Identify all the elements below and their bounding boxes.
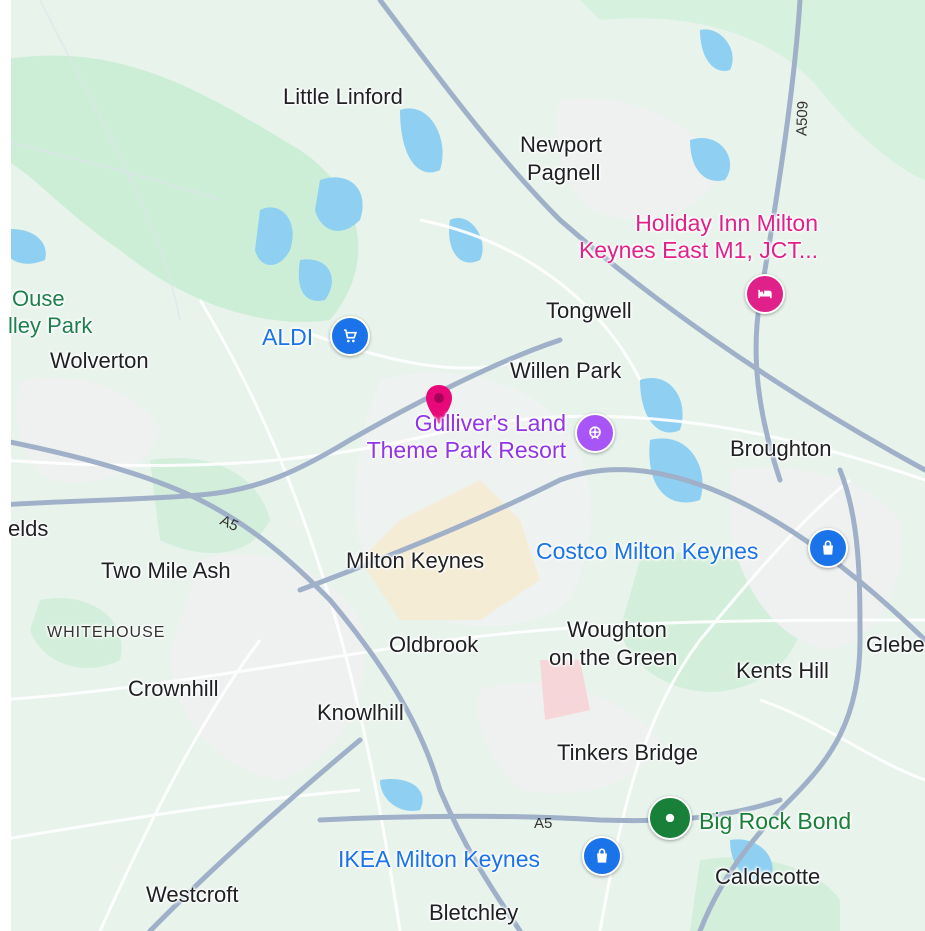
place-newport-pagnell-line2: Pagnell — [527, 160, 601, 185]
place-broughton: Broughton — [730, 436, 832, 461]
road-label-a5-bottom: A5 — [534, 815, 553, 832]
poi-costco-pin[interactable] — [808, 528, 848, 568]
poi-ikea-pin[interactable] — [582, 836, 622, 876]
place-kents-hill: Kents Hill — [736, 658, 829, 683]
poi-aldi-label[interactable]: ALDI — [262, 324, 314, 350]
poi-gullivers-pin[interactable] — [575, 413, 615, 453]
place-two-mile-ash: Two Mile Ash — [101, 558, 231, 583]
shopping-bag-icon — [597, 848, 607, 863]
poi-holiday-inn-line1: Holiday Inn Milton — [635, 210, 818, 236]
poi-holiday-inn-label[interactable]: Holiday Inn Milton Keynes East M1, JCT..… — [552, 210, 818, 264]
place-ouse-valley-park-line2: lley Park — [8, 313, 93, 338]
place-fields: elds — [8, 516, 49, 541]
hotel-icon — [758, 289, 772, 299]
poi-big-rock-pin[interactable] — [648, 796, 692, 840]
place-willen-park: Willen Park — [510, 358, 622, 383]
poi-gullivers-line2: Theme Park Resort — [366, 437, 566, 463]
place-oldbrook: Oldbrook — [389, 632, 479, 657]
place-little-linford: Little Linford — [283, 84, 403, 109]
shopping-bag-icon — [823, 540, 833, 555]
poi-holiday-inn-line2: Keynes East M1, JCT... — [578, 237, 818, 263]
place-caldecotte: Caldecotte — [715, 864, 821, 889]
place-ouse-valley-park: Ouse — [12, 286, 65, 311]
poi-gullivers-label[interactable]: Gulliver's Land Theme Park Resort — [338, 410, 566, 464]
poi-gullivers-line1: Gulliver's Land — [414, 410, 566, 436]
poi-big-rock-label[interactable]: Big Rock Bond — [699, 808, 852, 834]
place-westcroft: Westcroft — [146, 882, 239, 907]
place-tongwell: Tongwell — [546, 298, 632, 323]
theme-park-icon — [589, 426, 601, 440]
place-crownhill: Crownhill — [128, 676, 219, 701]
place-glebe: Glebe — [866, 632, 925, 657]
place-wolverton: Wolverton — [50, 348, 149, 373]
place-whitehouse: WHITEHOUSE — [47, 624, 166, 641]
place-woughton-line2: on the Green — [549, 645, 678, 670]
map-left-edge — [0, 0, 11, 931]
place-knowlhill: Knowlhill — [317, 700, 404, 725]
poi-costco-label[interactable]: Costco Milton Keynes — [536, 538, 759, 564]
poi-aldi-pin[interactable] — [330, 316, 370, 356]
place-woughton: Woughton — [567, 617, 667, 642]
place-newport-pagnell: Newport — [520, 132, 602, 157]
poi-ikea-label[interactable]: IKEA Milton Keynes — [338, 846, 540, 872]
place-marker-icon — [665, 813, 675, 823]
location-pin-icon[interactable] — [424, 384, 454, 426]
poi-holiday-inn-pin[interactable] — [745, 274, 785, 314]
road-label-a509: A509 — [793, 100, 812, 137]
shopping-cart-icon — [344, 329, 357, 343]
place-bletchley: Bletchley — [429, 900, 519, 925]
place-tinkers-bridge: Tinkers Bridge — [557, 740, 699, 765]
place-milton-keynes: Milton Keynes — [346, 548, 485, 573]
